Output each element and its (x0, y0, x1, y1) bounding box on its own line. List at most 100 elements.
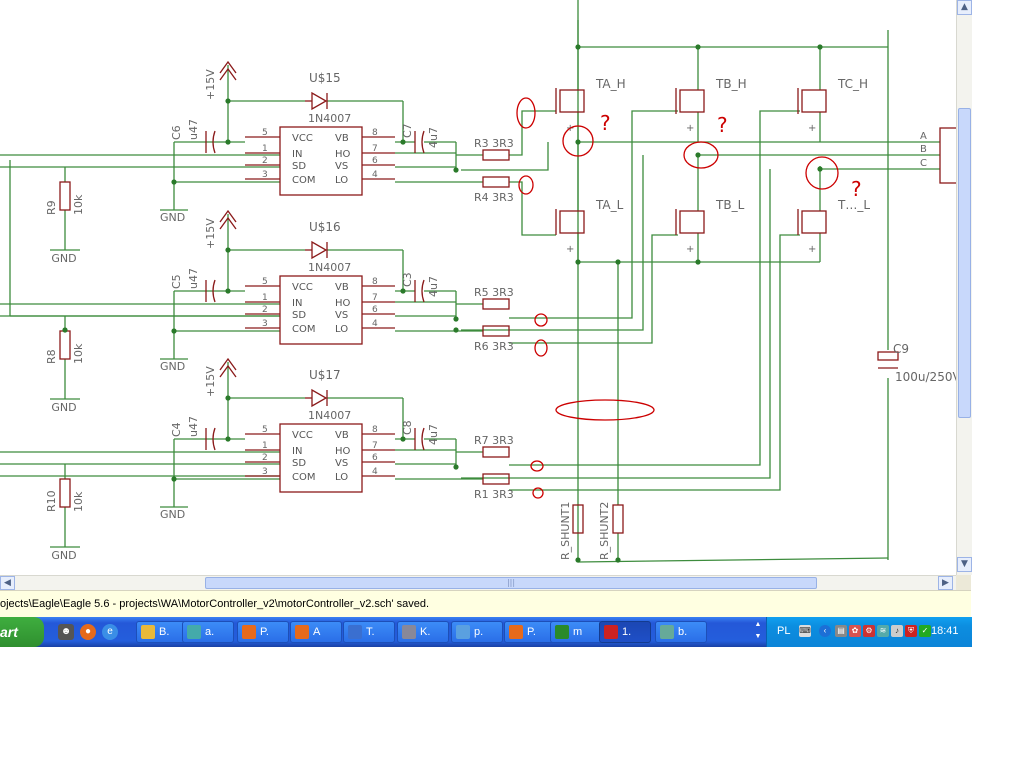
cap-name: C5 (170, 274, 183, 289)
taskbar-task-label: b. (678, 626, 688, 638)
settings-icon[interactable]: ⚙ (863, 625, 875, 637)
resistor (482, 176, 510, 188)
scroll-down-icon[interactable]: ▼ (957, 557, 972, 572)
rail-arrow (219, 67, 237, 81)
taskbar-scroll-arrows-icon[interactable]: ▲▼ (754, 621, 762, 640)
resistor-label: R6 3R3 (474, 340, 514, 353)
junction (453, 316, 459, 322)
vertical-scroll-thumb[interactable] (958, 108, 971, 418)
start-button[interactable]: art (0, 617, 44, 647)
pin-sign: + (686, 123, 694, 134)
cap-name: C7 (401, 123, 414, 138)
resistor (59, 478, 71, 508)
gnd-label: GND (160, 360, 185, 373)
scroll-up-icon[interactable]: ▲ (957, 0, 972, 15)
question-mark: ? (717, 113, 728, 137)
pin-name: HO (335, 149, 351, 160)
junction (817, 44, 823, 50)
language-indicator[interactable]: PL (777, 625, 791, 637)
resistor (482, 446, 510, 458)
shunt-label: R_SHUNT2 (598, 502, 611, 560)
vertical-scrollbar[interactable]: ▲ ▼ (956, 0, 972, 575)
mosfet-label: T…_L (837, 198, 870, 212)
terminal-icon (555, 625, 569, 640)
taskbar-task[interactable]: p. (451, 621, 503, 643)
shield-icon[interactable]: ⛨ (905, 625, 917, 637)
pin-number: 2 (262, 305, 268, 315)
diode (311, 240, 328, 260)
taskbar-task-label: B. (159, 626, 170, 638)
mosfet-label: TB_H (715, 77, 747, 91)
check-icon[interactable]: ✓ (919, 625, 931, 637)
junction (225, 395, 231, 401)
firefox-icon[interactable]: ● (80, 624, 96, 640)
taskbar-task-label: K. (420, 626, 431, 638)
junction (171, 328, 177, 334)
taskbar-task[interactable]: b. (655, 621, 707, 643)
pin-name: VB (335, 282, 349, 293)
taskbar-task[interactable]: T. (343, 621, 395, 643)
pin-name: LO (335, 324, 348, 335)
wire (461, 142, 549, 171)
pin-number: 4 (372, 170, 378, 180)
pin-sign: + (808, 123, 816, 134)
taskbar-task-label: 1. (622, 626, 632, 638)
wire (509, 181, 556, 236)
calculator-icon (402, 625, 416, 640)
taskbar-task[interactable]: A (290, 621, 342, 643)
resistor-label: R1 3R3 (474, 488, 514, 501)
scroll-left-icon[interactable]: ◀ (0, 576, 15, 590)
ie-icon[interactable]: e (102, 624, 118, 640)
system-tray: PL ⌨ ‹ ▤ ✿ ⚙ ≋ ♪ ⛨ ✓ 18:41 (766, 617, 972, 647)
junction (695, 152, 701, 158)
taskbar-task[interactable]: B. (136, 621, 188, 643)
status-bar: ojects\Eagle\Eagle 5.6 - projects\WA\Mot… (0, 590, 971, 617)
capacitor (421, 130, 425, 154)
taskbar-task[interactable]: P. (504, 621, 556, 643)
horizontal-scroll-thumb[interactable]: ||| (205, 577, 817, 589)
keyboard-icon[interactable]: ⌨ (799, 625, 811, 637)
back-arrow-icon[interactable]: ‹ (819, 625, 831, 637)
pin-number: 8 (372, 128, 378, 138)
annotation-circle (683, 141, 719, 169)
taskbar-task[interactable]: K. (397, 621, 449, 643)
resistor-label: R5 3R3 (474, 286, 514, 299)
horizontal-scrollbar[interactable]: ◀ ||| ▶ (0, 575, 956, 590)
pin-number: 1 (262, 441, 268, 451)
gnd-label: GND (160, 508, 185, 521)
pin-name: VB (335, 133, 349, 144)
wire (509, 110, 556, 156)
ic-name: U$15 (309, 71, 341, 85)
alien-icon[interactable]: ☻ (58, 624, 74, 640)
output-label: A (920, 131, 927, 142)
network-icon[interactable]: ≋ (877, 625, 889, 637)
eagle-icon (604, 625, 618, 640)
wire (461, 169, 771, 479)
folder-icon (141, 625, 155, 640)
scroll-right-icon[interactable]: ▶ (938, 576, 953, 590)
pin-name: SD (292, 458, 306, 469)
annotation-circle (562, 125, 594, 157)
taskbar-task[interactable]: P. (237, 621, 289, 643)
taskbar-task[interactable]: a. (182, 621, 234, 643)
annotation-circle (805, 156, 839, 190)
taskbar-task[interactable]: m (550, 621, 602, 643)
wire (577, 557, 889, 563)
printer-icon[interactable]: ▤ (835, 625, 847, 637)
pin-number: 7 (372, 441, 378, 451)
clock[interactable]: 18:41 (931, 625, 959, 637)
ic-name: U$17 (309, 368, 341, 382)
gear-icon[interactable]: ✿ (849, 625, 861, 637)
mosfet (679, 89, 705, 113)
volume-icon[interactable]: ♪ (891, 625, 903, 637)
junction (695, 44, 701, 50)
firefox-icon (509, 625, 523, 640)
cap-value: u47 (187, 119, 200, 140)
junction (575, 139, 581, 145)
pin-number: 3 (262, 467, 268, 477)
taskbar-task[interactable]: 1. (599, 621, 651, 643)
junction (225, 139, 231, 145)
